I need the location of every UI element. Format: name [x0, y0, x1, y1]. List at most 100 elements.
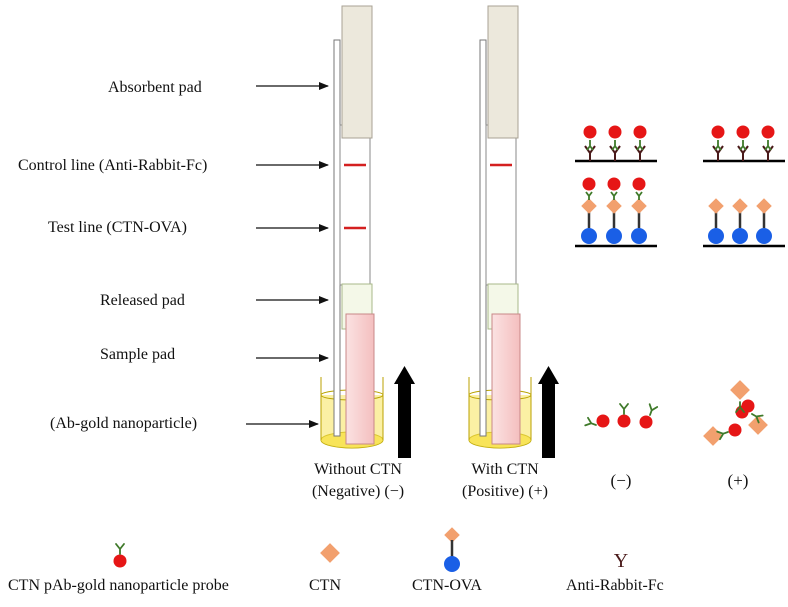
gold-nanoparticle-icon [761, 125, 775, 139]
antibody-icon [636, 140, 644, 151]
antibody-icon [764, 140, 772, 151]
gold-nanoparticle-icon [608, 125, 622, 139]
ctn-diamond-icon [606, 198, 622, 214]
gold-nanoparticle-icon [607, 177, 621, 191]
absorbent-pad [341, 5, 373, 139]
free-probes-negative [584, 403, 659, 429]
legend-probe-gold-icon [113, 554, 127, 568]
legend-ctn-label: CTN [309, 577, 341, 594]
membrane [339, 124, 371, 286]
antibody-icon [751, 413, 764, 424]
gold-nanoparticle-icon [728, 423, 742, 437]
gold-nanoparticle-icon [633, 125, 647, 139]
antibody-icon [714, 140, 722, 151]
gold-nanoparticle-icon [639, 415, 653, 429]
test-panel-positive [703, 198, 785, 248]
gold-nanoparticle-icon [617, 414, 631, 428]
antibody-icon [585, 191, 593, 200]
ctn-diamond-icon [748, 415, 768, 435]
label-released-pad: Released pad [100, 292, 185, 309]
gold-nanoparticle-icon [736, 125, 750, 139]
strip-positive-caption-1: With CTN [471, 461, 539, 478]
ctn-diamond-icon [708, 198, 724, 214]
anti-rabbit-fc-icon [712, 145, 724, 161]
ovalbumin-icon [606, 228, 622, 244]
anti-rabbit-fc-icon [737, 145, 749, 161]
flow-arrow-head [394, 366, 415, 384]
legend-ctn-icon [320, 543, 340, 563]
antibody-stroke [716, 430, 729, 441]
backing-card [479, 39, 487, 437]
panel-negative-label: (−) [611, 471, 632, 490]
legend-icons [113, 527, 460, 572]
antibody-stroke [619, 403, 629, 415]
control-panel-positive [703, 125, 785, 163]
label-absorbent-pad: Absorbent pad [108, 79, 202, 96]
anti-rabbit-fc-icon [609, 145, 621, 161]
ctn-diamond-icon [732, 198, 748, 214]
absorbent-pad [487, 5, 519, 139]
mechanism-panels [575, 125, 785, 446]
antibody-stroke [115, 543, 125, 555]
antibody-icon [611, 140, 619, 151]
ovalbumin-icon [631, 228, 647, 244]
legend-probe-antibody-icon [115, 543, 125, 555]
backing-card [333, 39, 341, 437]
antibody-icon [586, 140, 594, 151]
anti-rabbit-fc-icon [762, 145, 774, 161]
panel-positive-label: (+) [728, 471, 749, 490]
antibody-stroke [648, 403, 659, 416]
antibody-stroke [751, 413, 764, 424]
label-sample-pad: Sample pad [100, 346, 175, 363]
strip-negative-caption-2: (Negative) (−) [312, 483, 404, 500]
antibody-icon [610, 191, 618, 200]
bound-probes-positive [703, 380, 768, 446]
ovalbumin-icon [732, 228, 748, 244]
gold-nanoparticle-icon [741, 399, 755, 413]
ctn-diamond-icon [631, 198, 647, 214]
gold-nanoparticle-icon [582, 177, 596, 191]
ctn-diamond-icon [703, 426, 723, 446]
sample-pad [345, 313, 375, 445]
antibody-icon [648, 403, 659, 416]
ovalbumin-icon [756, 228, 772, 244]
test-panel-negative [575, 177, 657, 248]
ovalbumin-icon [708, 228, 724, 244]
gold-nanoparticle-icon [632, 177, 646, 191]
gold-nanoparticle-icon [596, 414, 610, 428]
ctn-diamond-icon [730, 380, 750, 400]
antibody-stroke [584, 416, 597, 427]
membrane [485, 124, 517, 286]
antibody-icon [619, 403, 629, 415]
flow-arrow-head [538, 366, 559, 384]
flow-arrow-shaft [542, 384, 555, 458]
ctn-diamond-icon [756, 198, 772, 214]
legend-anti-rabbit-label: Anti-Rabbit-Fc [566, 577, 664, 594]
anti-rabbit-fc-icon [634, 145, 646, 161]
flow-arrow-shaft [398, 384, 411, 458]
label-ab-gold: (Ab-gold nanoparticle) [50, 415, 197, 432]
strip-positive: With CTN (Positive) (+) [462, 5, 559, 500]
antibody-icon [735, 401, 745, 413]
control-panel-negative [575, 125, 657, 163]
legend-ctn-ova-icon [444, 527, 460, 572]
antibody-icon [635, 191, 643, 200]
legend-probe-label: CTN pAb-gold nanoparticle probe [8, 577, 229, 594]
strip-negative: Without CTN (Negative) (−) [312, 5, 415, 500]
legend-anti-rabbit-icon: Y [614, 550, 628, 572]
legend-ctn-ova-label: CTN-OVA [412, 577, 482, 594]
ovalbumin-icon [444, 556, 460, 572]
antibody-icon [739, 140, 747, 151]
ovalbumin-icon [581, 228, 597, 244]
label-test-line: Test line (CTN-OVA) [48, 219, 187, 236]
ctn-diamond-icon [581, 198, 597, 214]
sample-pad [491, 313, 521, 445]
antibody-stroke [735, 401, 745, 413]
antibody-icon [584, 416, 597, 427]
gold-nanoparticle-icon [583, 125, 597, 139]
gold-nanoparticle-icon [711, 125, 725, 139]
anti-rabbit-fc-icon [584, 145, 596, 161]
label-control-line: Control line (Anti-Rabbit-Fc) [18, 157, 207, 174]
